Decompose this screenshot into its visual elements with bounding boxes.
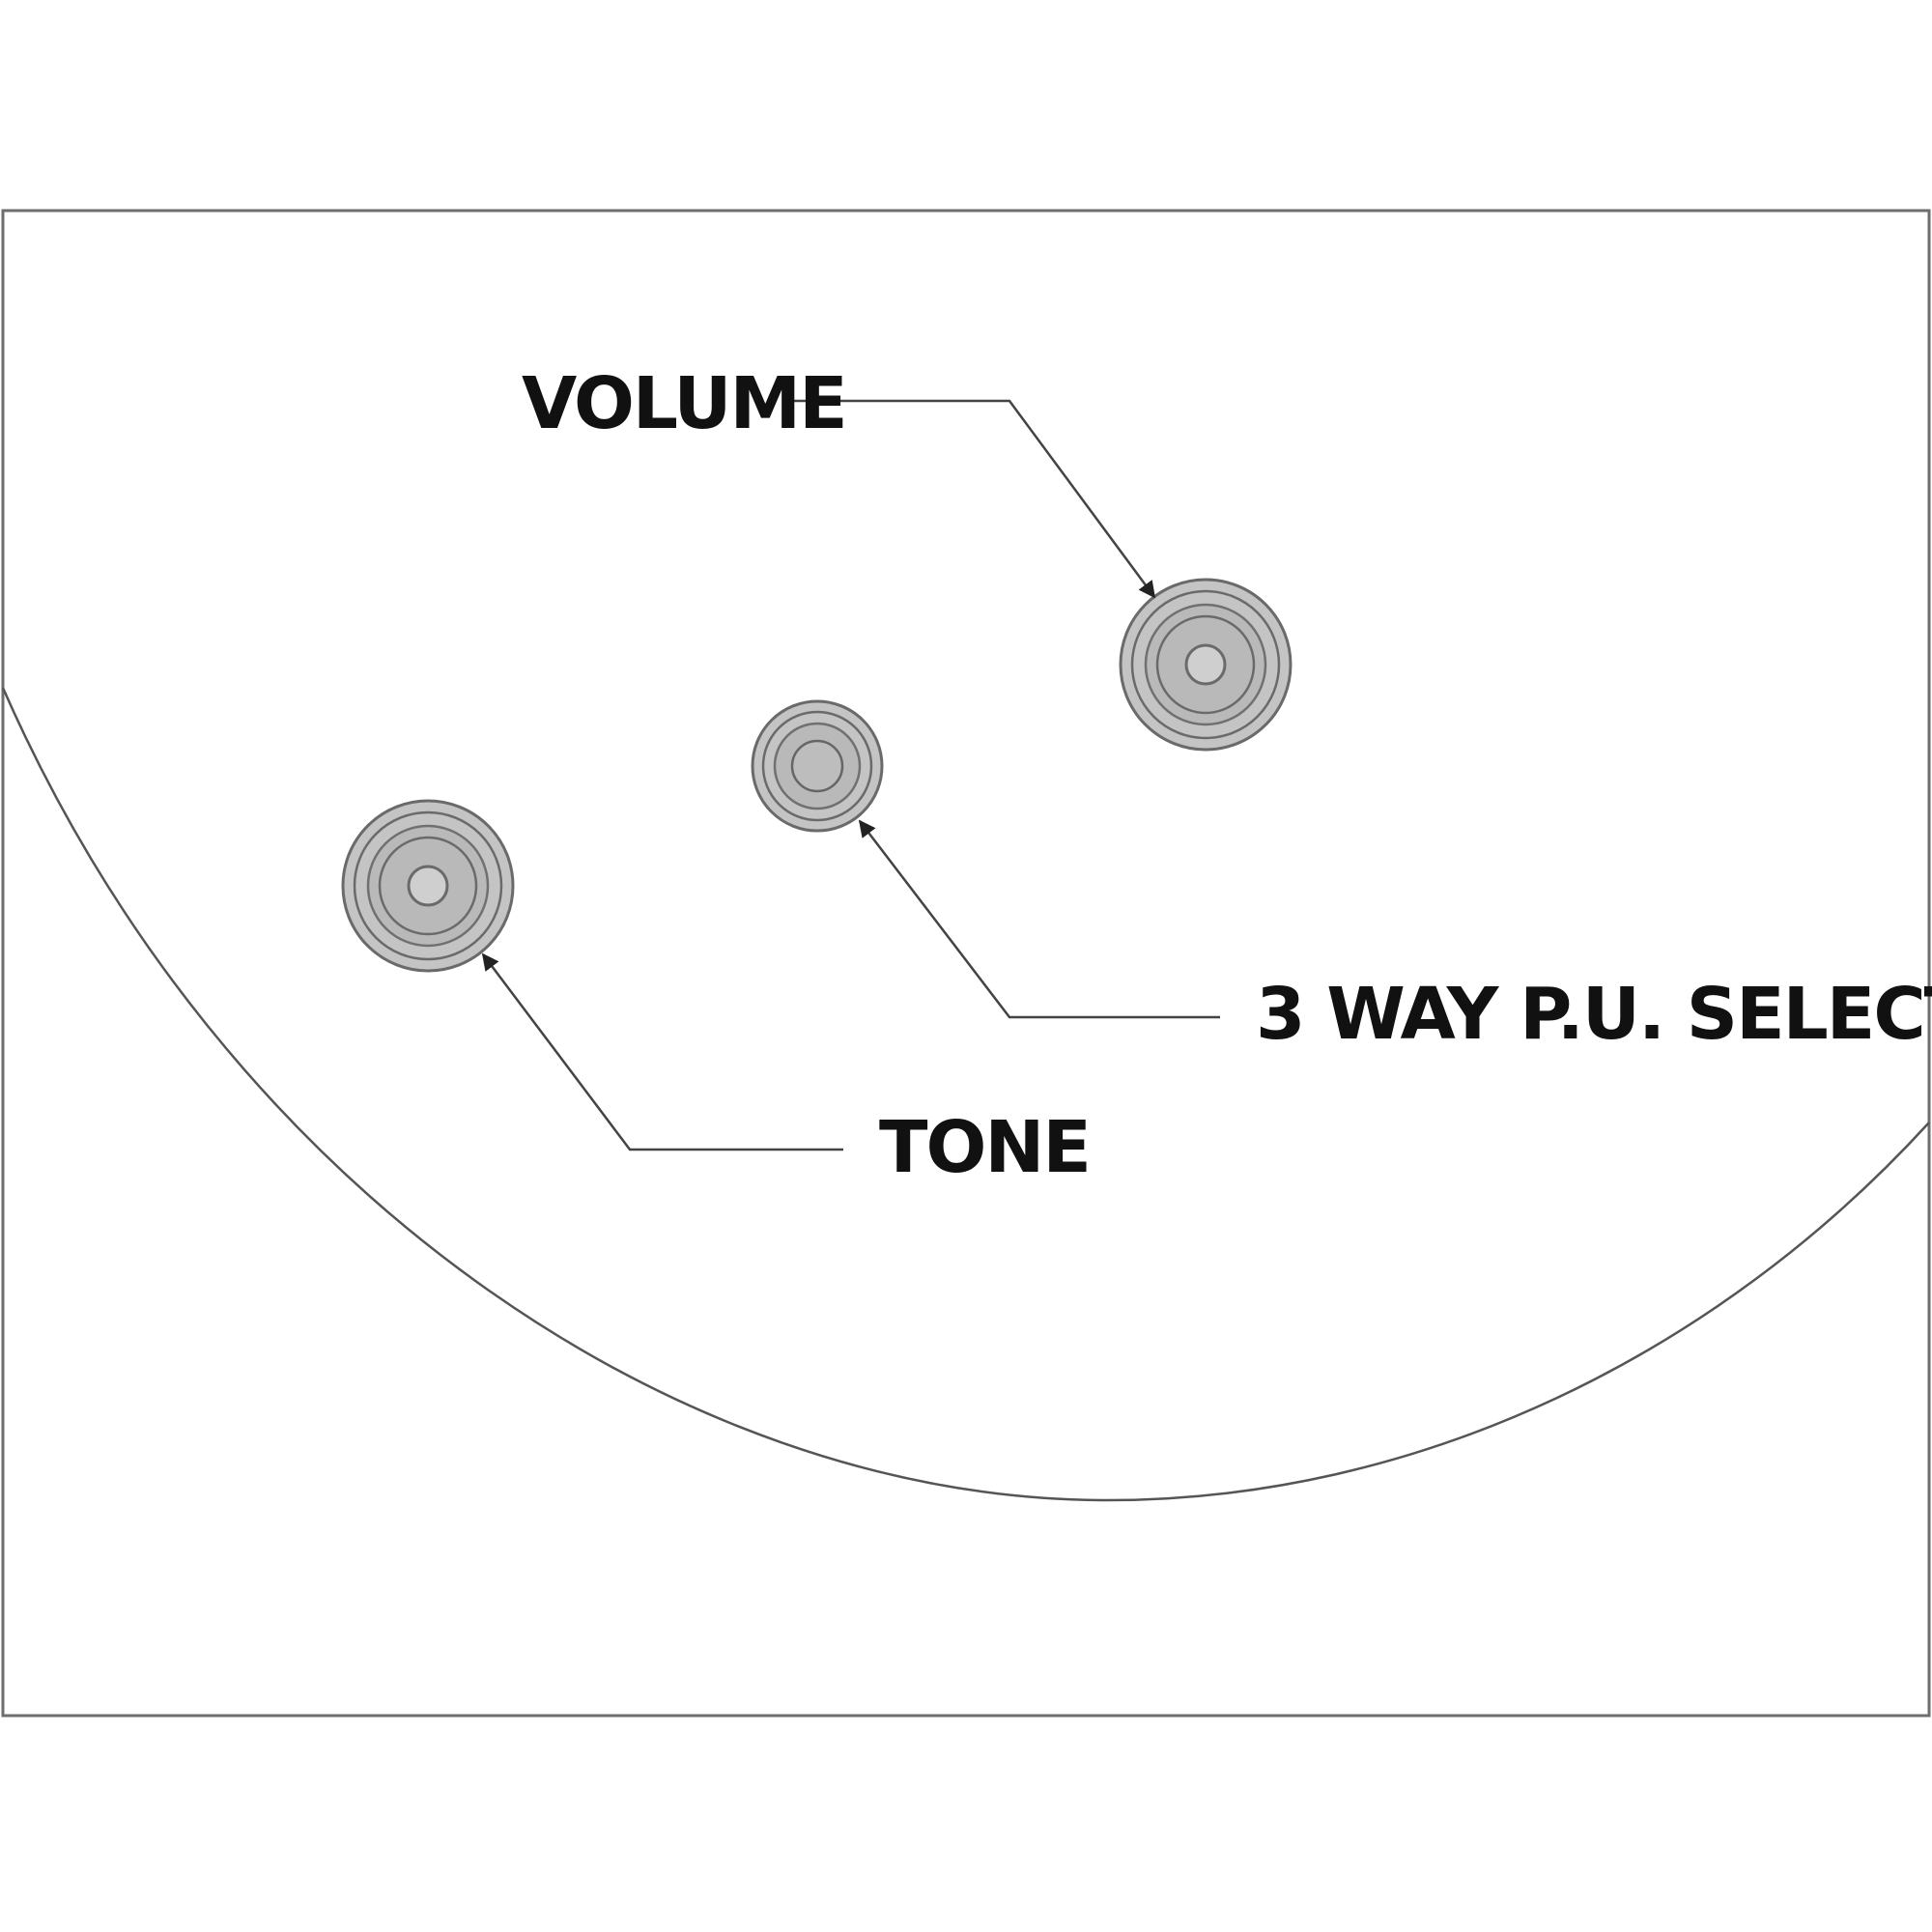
tone-label: TONE xyxy=(879,1106,1090,1189)
guitar-body-edge xyxy=(1,687,1930,1502)
volume-leader-line xyxy=(794,399,1156,599)
tone-knob xyxy=(341,799,515,973)
diagram-frame xyxy=(1,209,1931,1718)
volume-knob xyxy=(1119,578,1293,752)
volume-label: VOLUME xyxy=(522,362,846,445)
selector-label: 3 WAY P.U. SELECTOR xyxy=(1256,973,1932,1056)
tone-leader-line xyxy=(481,952,843,1151)
selector-switch-knob xyxy=(751,699,884,833)
selector-leader-line xyxy=(858,819,1220,1019)
